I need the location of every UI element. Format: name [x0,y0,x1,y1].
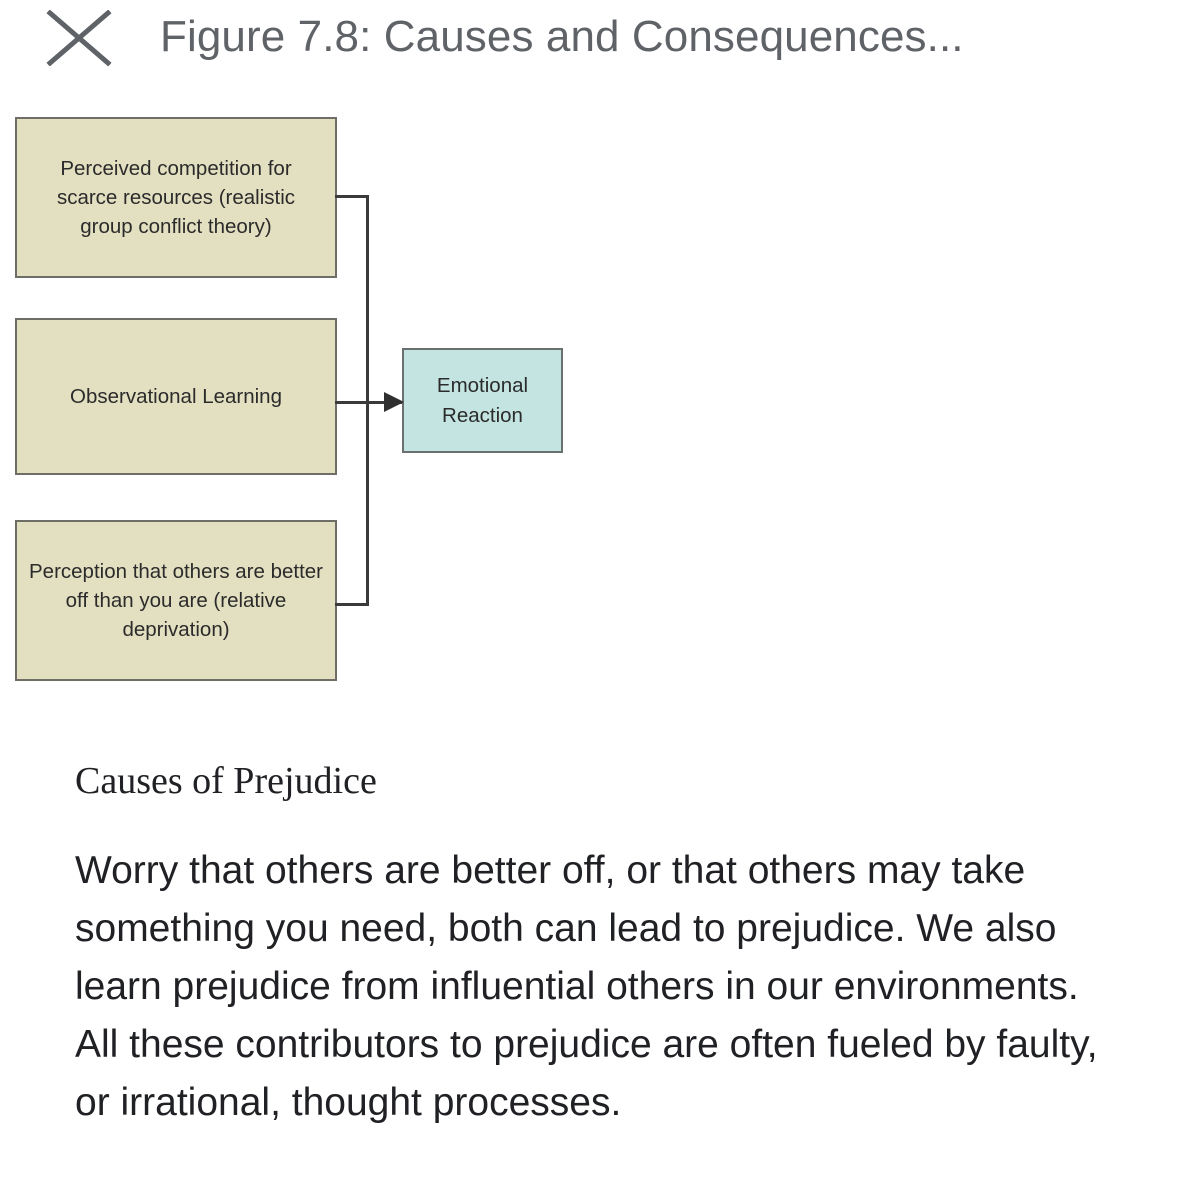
connector-deprivation-to-bus [335,603,369,606]
figure-title: Figure 7.8: Causes and Consequences... [160,12,964,61]
arrow-head-icon [384,392,404,412]
close-icon[interactable] [46,10,112,66]
node-label: Emotional Reaction [436,373,529,427]
node-label: Observational Learning [70,385,282,408]
figure-header: Figure 7.8: Causes and Consequences... [0,0,1179,92]
flowchart-node-emotional-reaction: Emotional Reaction [402,348,563,453]
caption-heading: Causes of Prejudice [75,760,377,802]
caption-body: Worry that others are better off, or tha… [75,849,1098,1124]
figure-caption: Causes of Prejudice Worry that others ar… [75,756,1115,1132]
connector-vertical-bus [366,195,369,606]
flowchart-node-observational-learning: Observational Learning [15,318,337,475]
connector-bus-to-emotional-reaction [335,401,402,404]
connector-competition-to-bus [335,195,369,198]
flowchart-node-perceived-competition: Perceived competition for scarce resourc… [15,117,337,278]
node-label: Perceived competition for scarce resourc… [56,157,296,238]
node-label: Perception that others are better off th… [29,560,324,641]
flowchart-node-relative-deprivation: Perception that others are better off th… [15,520,337,681]
causes-of-prejudice-flowchart: Perceived competition for scarce resourc… [0,92,1179,722]
